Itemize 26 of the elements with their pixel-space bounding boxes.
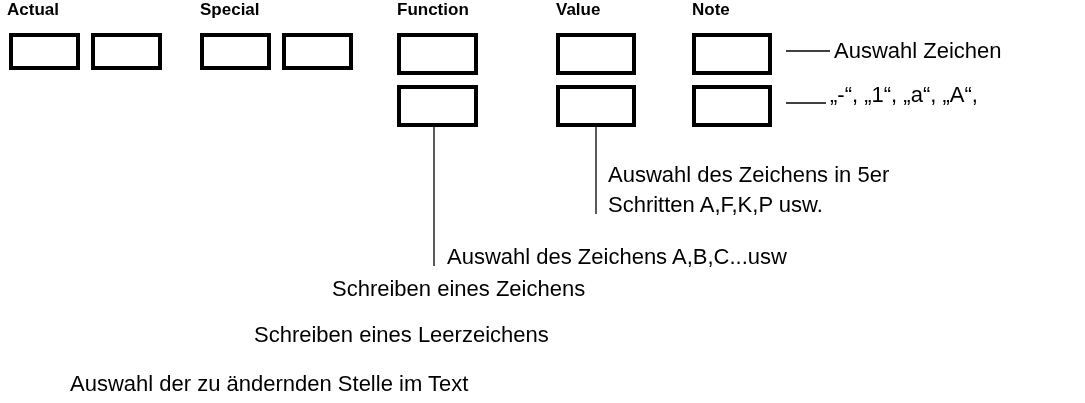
key-box: [692, 33, 772, 75]
callout-text: Auswahl des Zeichens in 5er Schritten A,F,K,P usw.: [596, 160, 938, 220]
leader-line: [785, 50, 831, 52]
column-heading: Actual: [7, 0, 59, 20]
column-heading: Special: [200, 0, 260, 20]
note-text: Auswahl der zu ändernden Stelle im Text: [70, 370, 469, 398]
key-box: [282, 33, 353, 70]
key-box: [9, 33, 80, 70]
note-text: Schreiben eines Leerzeichens: [254, 321, 549, 349]
callout-text: Auswahl des Zeichens A,B,C...usw: [434, 242, 787, 272]
key-box: [91, 33, 162, 70]
column-heading: Note: [692, 0, 730, 20]
key-box: [200, 33, 271, 70]
leader-line: [595, 126, 597, 215]
leader-line: [785, 102, 827, 104]
key-box: [397, 85, 478, 127]
callout-text: „-“, „1“, „a“, „A“,: [786, 80, 978, 110]
callout-text: Auswahl Zeichen: [786, 36, 1002, 66]
leader-line: [433, 126, 435, 267]
column-heading: Function: [397, 0, 469, 20]
key-box: [556, 85, 636, 127]
key-box: [397, 33, 478, 75]
note-text: Schreiben eines Zeichens: [332, 275, 586, 303]
key-box: [692, 85, 772, 127]
column-heading: Value: [556, 0, 601, 20]
key-box: [556, 33, 636, 75]
